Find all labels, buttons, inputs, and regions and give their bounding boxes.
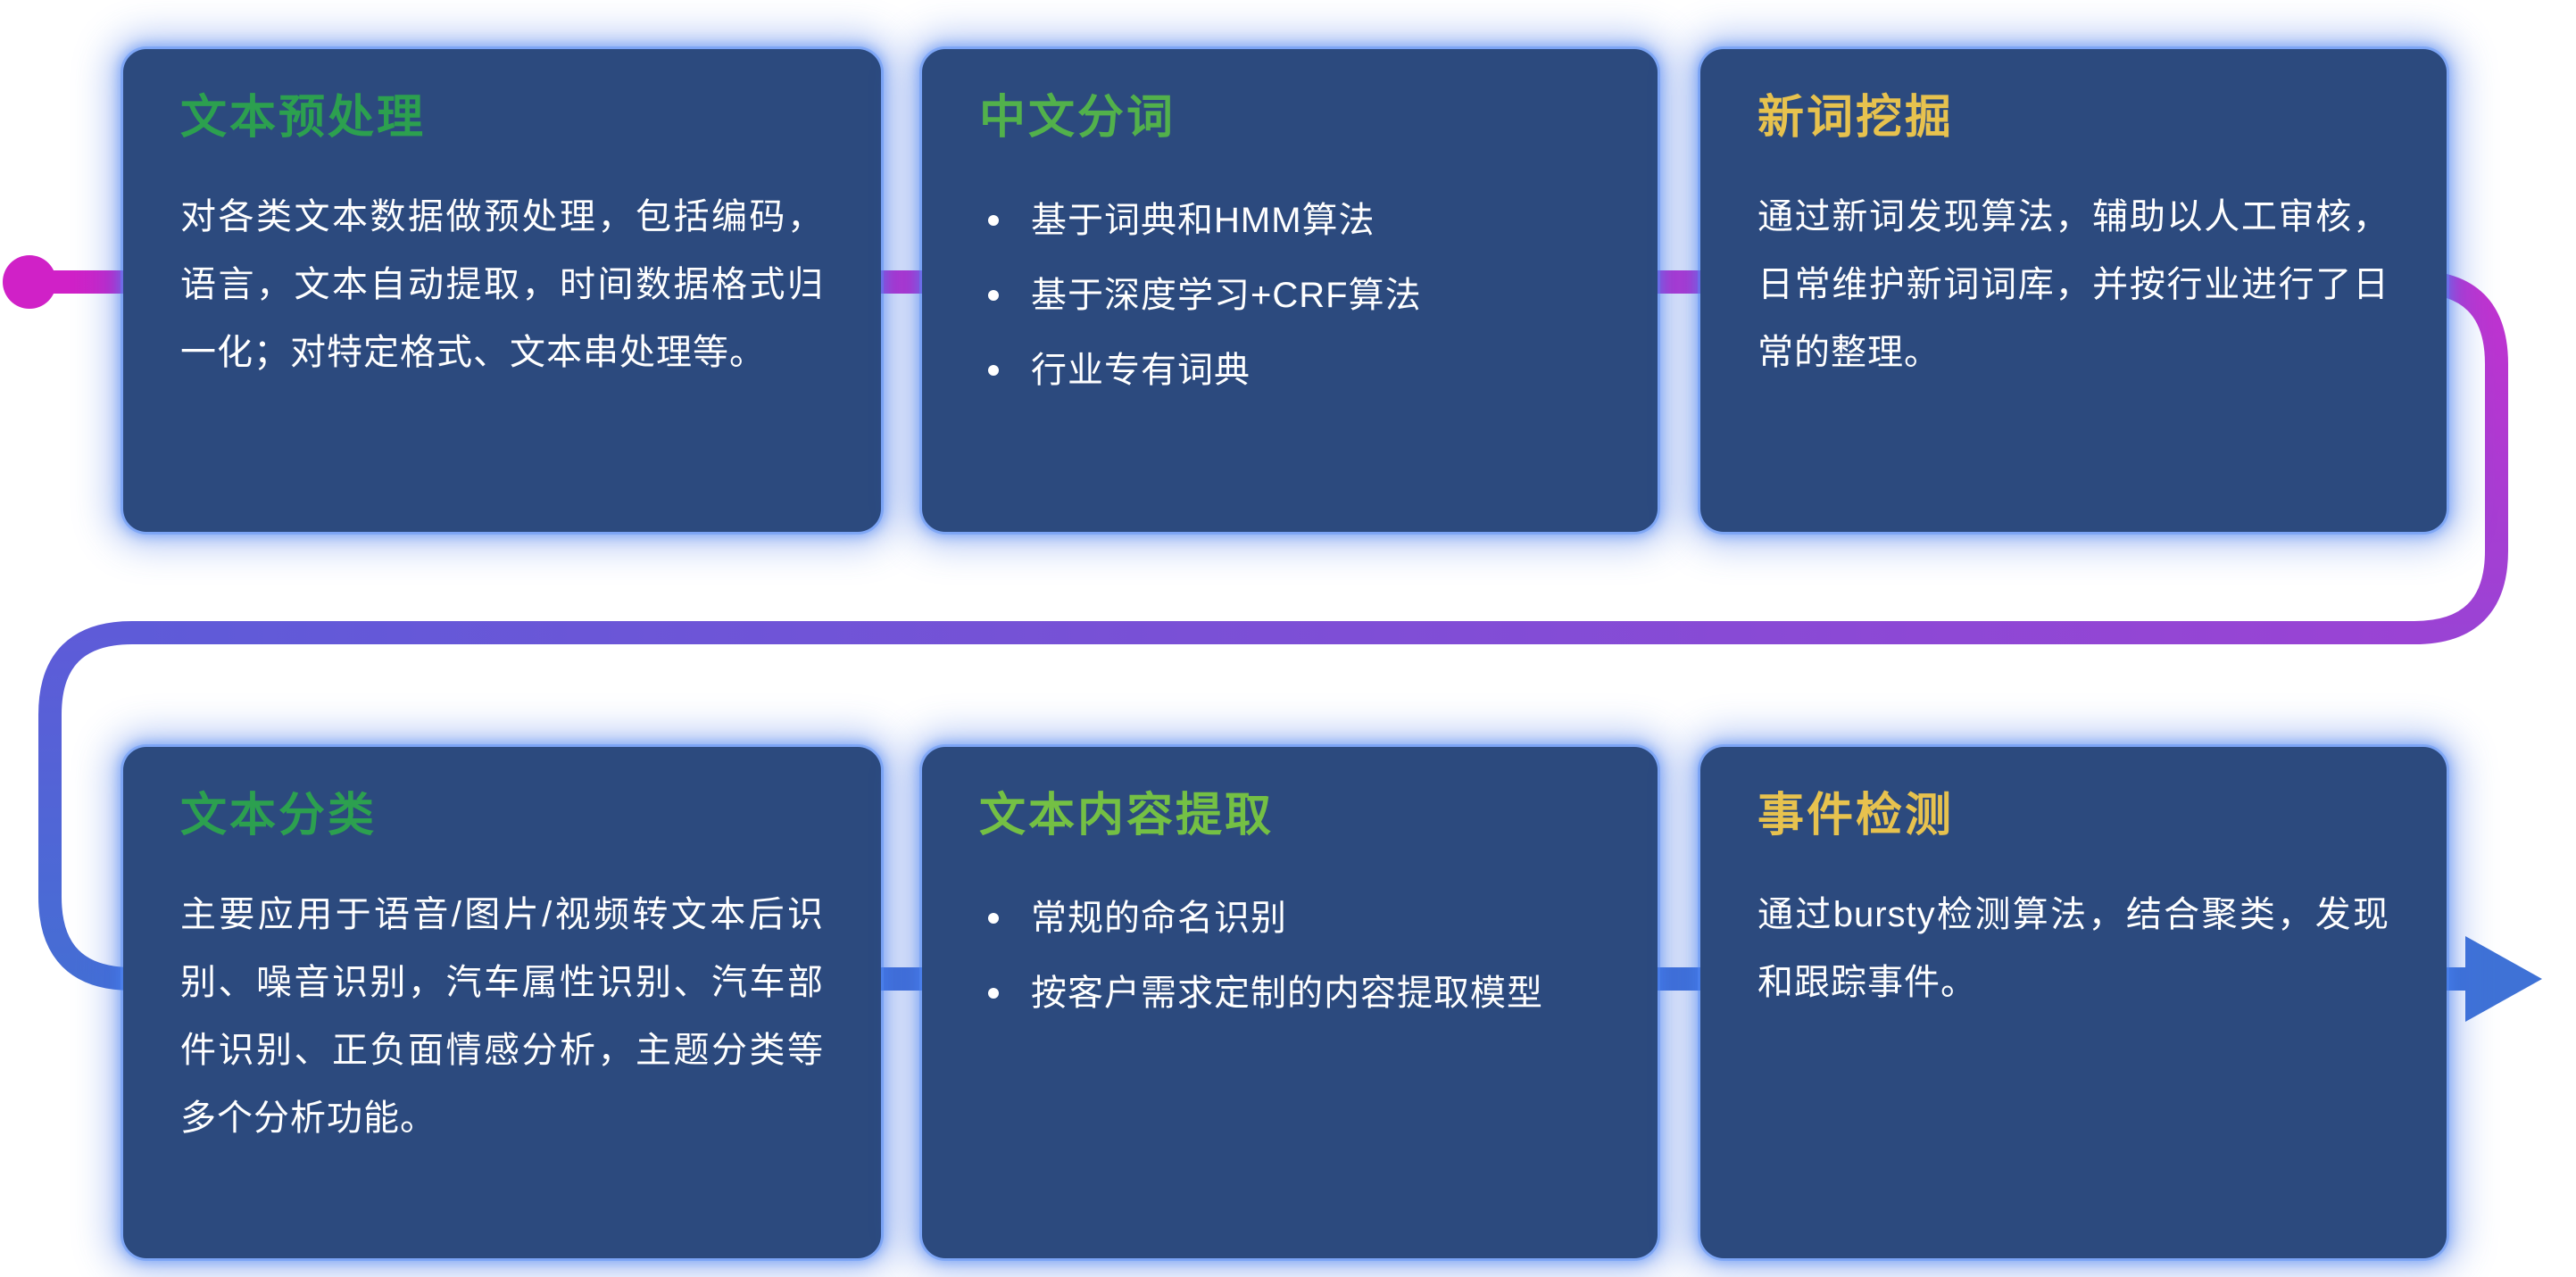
card-text-preprocessing: 文本预处理 对各类文本数据做预处理，包括编码，语言，文本自动提取，时间数据格式归…: [123, 49, 881, 532]
bullet-item: 行业专有词典: [979, 333, 1600, 408]
card-title: 文本分类: [180, 790, 378, 842]
card-text-content-extraction: 文本内容提取 常规的命名识别 按客户需求定制的内容提取模型: [922, 747, 1658, 1258]
card-title: 事件检测: [1757, 790, 1955, 842]
card-body: 对各类文本数据做预处理，包括编码，语言，文本自动提取，时间数据格式归一化；对特定…: [180, 197, 824, 373]
bullet-text: 按客户需求定制的内容提取模型: [1031, 974, 1543, 1014]
card-body: 主要应用于语音/图片/视频转文本后识别、噪音识别，汽车属性识别、汽车部件识别、正…: [180, 895, 824, 1139]
bullet-item: 按客户需求定制的内容提取模型: [979, 956, 1600, 1031]
bullet-text: 行业专有词典: [1031, 351, 1251, 391]
flow-arrowhead-icon: [2465, 936, 2542, 1022]
bullet-text: 基于词典和HMM算法: [1031, 201, 1375, 241]
bullet-item: 基于深度学习+CRF算法: [979, 258, 1600, 333]
flow-line-left-curve: [38, 621, 133, 991]
bullet-text: 常规的命名识别: [1031, 899, 1287, 939]
card-title: 文本预处理: [180, 92, 427, 144]
card-title: 新词挖掘: [1757, 92, 1955, 144]
card-bullet-list: 基于词典和HMM算法 基于深度学习+CRF算法 行业专有词典: [979, 183, 1600, 408]
flow-line-right-curve: [2414, 270, 2508, 644]
card-body: 通过新词发现算法，辅助以人工审核，日常维护新词词库，并按行业进行了日常的整理。: [1757, 197, 2389, 373]
card-new-word-mining: 新词挖掘 通过新词发现算法，辅助以人工审核，日常维护新词词库，并按行业进行了日常…: [1700, 49, 2447, 532]
bullet-item: 常规的命名识别: [979, 881, 1600, 956]
card-body: 通过bursty检测算法，结合聚类，发现和跟踪事件。: [1757, 895, 2389, 1003]
card-event-detection: 事件检测 通过bursty检测算法，结合聚类，发现和跟踪事件。: [1700, 747, 2447, 1258]
card-chinese-word-segmentation: 中文分词 基于词典和HMM算法 基于深度学习+CRF算法 行业专有词典: [922, 49, 1658, 532]
card-title: 中文分词: [979, 92, 1176, 144]
flow-start-dot-icon: [3, 255, 56, 309]
card-text-classification: 文本分类 主要应用于语音/图片/视频转文本后识别、噪音识别，汽车属性识别、汽车部…: [123, 747, 881, 1258]
card-bullet-list: 常规的命名识别 按客户需求定制的内容提取模型: [979, 881, 1600, 1031]
card-title: 文本内容提取: [979, 790, 1275, 842]
bullet-item: 基于词典和HMM算法: [979, 183, 1600, 258]
bullet-text: 基于深度学习+CRF算法: [1031, 276, 1422, 316]
